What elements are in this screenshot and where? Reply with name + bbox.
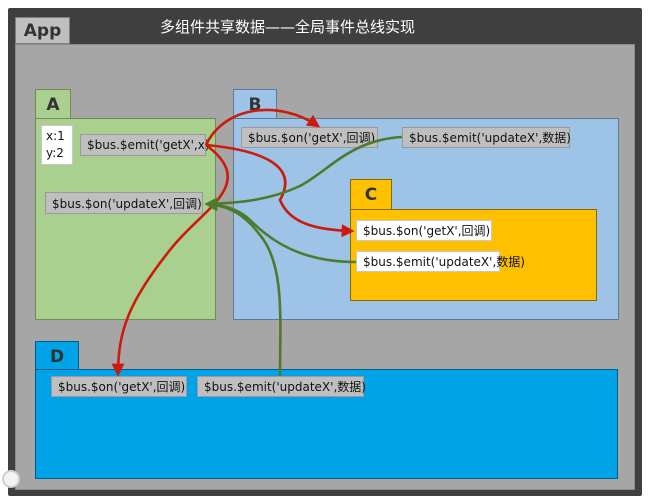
state-y: y:2: [46, 146, 64, 160]
component-c-tab: C: [350, 179, 392, 210]
component-b-tab: B: [233, 89, 277, 119]
d-on-getx: $bus.$on('getX',回调): [51, 376, 187, 397]
c-on-getx: $bus.$on('getX',回调): [356, 220, 492, 241]
diagram-title: 多组件共享数据——全局事件总线实现: [160, 18, 416, 36]
a-on-updatex: $bus.$on('updateX',回调): [45, 192, 203, 214]
d-emit-updatex: $bus.$emit('updateX',数据): [197, 376, 366, 397]
a-emit-getx: $bus.$emit('getX',x): [80, 134, 209, 156]
c-emit-updatex: $bus.$emit('updateX',数据): [356, 251, 525, 272]
app-tab: App: [15, 17, 70, 44]
b-on-getx: $bus.$on('getX',回调): [241, 127, 378, 148]
watermark-logo-icon: [2, 470, 20, 488]
component-d-tab: D: [35, 341, 79, 371]
component-a-tab: A: [35, 89, 71, 119]
b-emit-updatex: $bus.$emit('updateX',数据): [402, 127, 571, 148]
state-x: x:1: [46, 129, 65, 143]
component-a-state: x:1 y:2: [41, 125, 73, 165]
